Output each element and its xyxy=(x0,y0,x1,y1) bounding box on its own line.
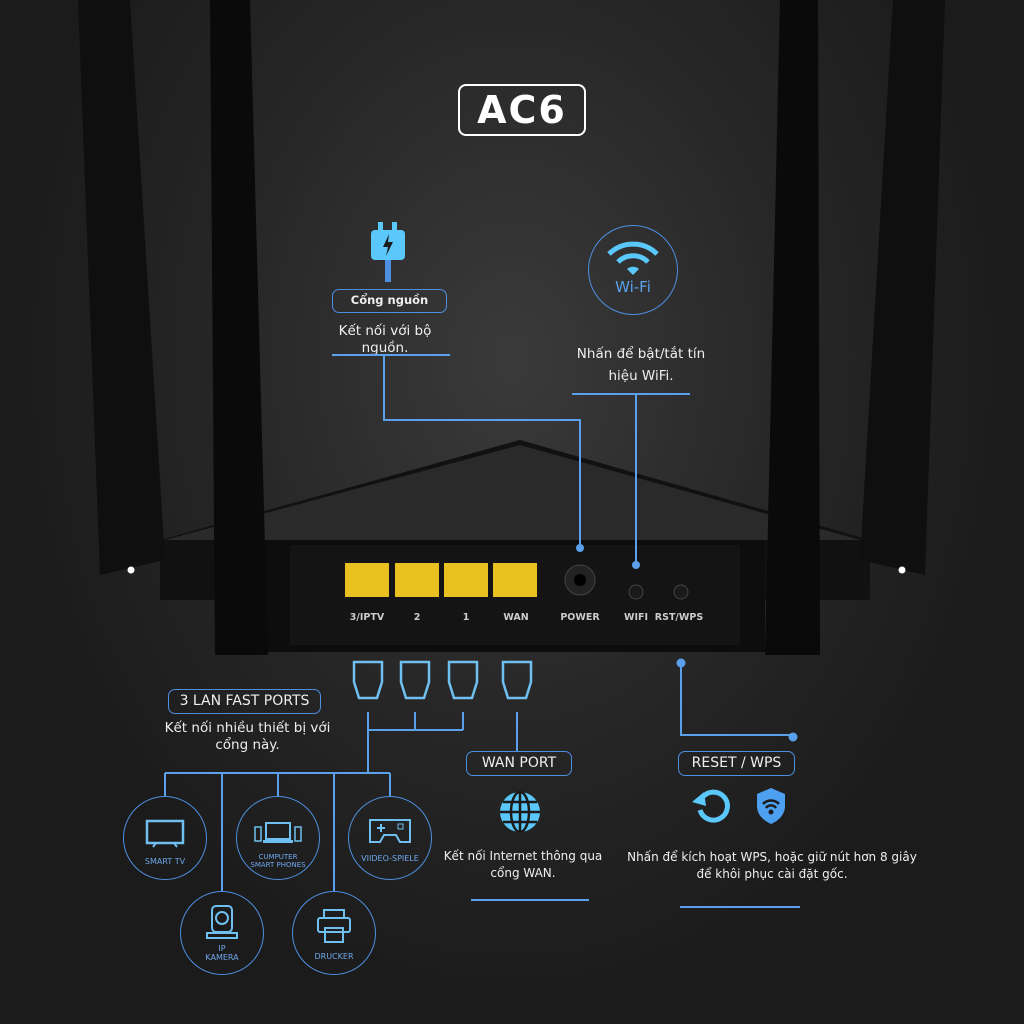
reset-button xyxy=(673,584,689,600)
port-label-power: POWER xyxy=(560,612,600,623)
lan-ports-desc: Kết nối nhiều thiết bị với cổng này. xyxy=(164,720,331,753)
wifi-icon-text: Wi-Fi xyxy=(615,278,651,296)
divider xyxy=(572,393,690,395)
model-badge: AC6 xyxy=(458,84,586,136)
reset-wps-desc: Nhấn để kích hoạt WPS, hoặc giữ nút hơn … xyxy=(627,850,917,881)
port-label-wan: WAN xyxy=(503,612,529,623)
antenna-right-outer xyxy=(860,0,945,575)
gamepad-icon xyxy=(369,819,411,843)
cable-plugs xyxy=(352,660,533,700)
divider xyxy=(471,899,589,901)
power-port-desc: Kết nối với bộ nguồn. xyxy=(338,323,432,356)
divider xyxy=(332,354,450,356)
camera-icon xyxy=(206,905,238,939)
tv-icon xyxy=(145,819,185,848)
wan-port-desc: Kết nối Internet thông qua cổng WAN. xyxy=(443,849,603,880)
antenna-left-inner xyxy=(210,0,268,655)
reset-icon xyxy=(690,788,734,828)
wps-shield-icon xyxy=(755,787,787,829)
device-computer: CUMPUTER SMART PHONES xyxy=(236,796,320,880)
power-port-label: Cổng nguồn xyxy=(332,289,447,313)
port-label-lan2: 2 xyxy=(413,612,421,623)
divider xyxy=(680,906,800,908)
wifi-desc: Nhấn để bật/tắt tín hiệu WiFi. xyxy=(576,346,706,384)
device-printer: DRUCKER xyxy=(292,891,376,975)
lan-ports-label: 3 LAN FAST PORTS xyxy=(168,689,321,714)
port-label-rst-wps: RST/WPS xyxy=(654,612,704,623)
port-label-wifi: WIFI xyxy=(623,612,649,623)
port-label-lan1: 1 xyxy=(462,612,470,623)
device-video-games: VIIDEO-SPIELE xyxy=(348,796,432,880)
wan-port-label: WAN PORT xyxy=(466,751,572,776)
port-label-lan3: 3/IPTV xyxy=(349,612,385,623)
ethernet-ports xyxy=(345,563,537,597)
device-ip-camera: IP KAMERA xyxy=(180,891,264,975)
wifi-icon: Wi-Fi xyxy=(588,225,678,315)
printer-icon xyxy=(317,909,351,943)
globe-icon xyxy=(497,790,543,838)
device-smart-tv: SMART TV xyxy=(123,796,207,880)
reset-wps-label: RESET / WPS xyxy=(678,751,795,776)
antenna-left-outer xyxy=(78,0,165,575)
callout-lines xyxy=(164,355,793,891)
computer-icon xyxy=(254,822,302,843)
wifi-button xyxy=(628,584,644,600)
antenna-right-inner xyxy=(765,0,820,655)
plug-icon xyxy=(370,222,406,282)
